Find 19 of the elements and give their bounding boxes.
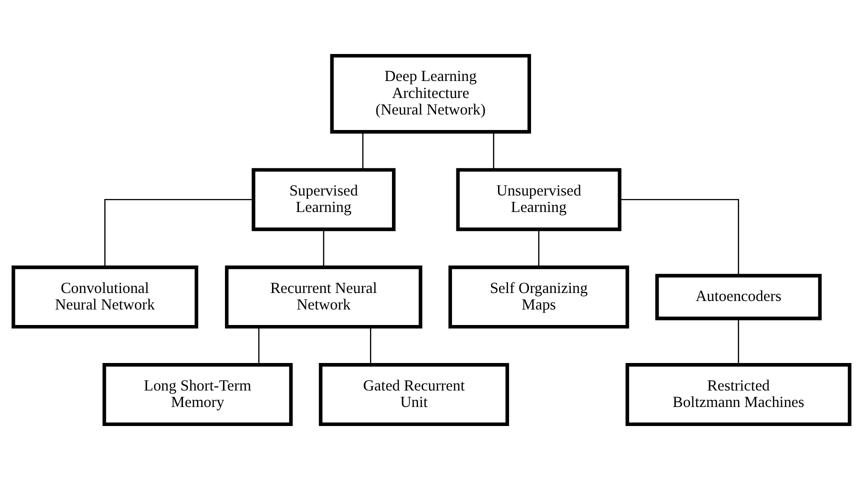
connector	[362, 131, 364, 170]
connector	[104, 198, 254, 267]
node-box: Autoencoders	[655, 273, 822, 320]
node-box: Recurrent Neural Network	[224, 265, 422, 328]
node-box: Restricted Boltzmann Machines	[626, 362, 852, 426]
connector	[323, 228, 324, 267]
connector	[620, 198, 740, 275]
node-box: Self Organizing Maps	[448, 265, 630, 328]
node-box: Supervised Learning	[252, 168, 396, 231]
connector	[493, 131, 494, 170]
connector	[538, 228, 540, 267]
node-box: Deep Learning Architecture (Neural Network)	[330, 53, 532, 134]
node-box: Long Short-Term Memory	[102, 362, 293, 426]
node-box: Unsupervised Learning	[456, 168, 622, 231]
connector	[738, 318, 740, 364]
connector	[258, 326, 260, 364]
node-box: Convolutional Neural Network	[12, 265, 198, 328]
connector	[370, 326, 372, 364]
node-box: Gated Recurrent Unit	[318, 362, 510, 426]
